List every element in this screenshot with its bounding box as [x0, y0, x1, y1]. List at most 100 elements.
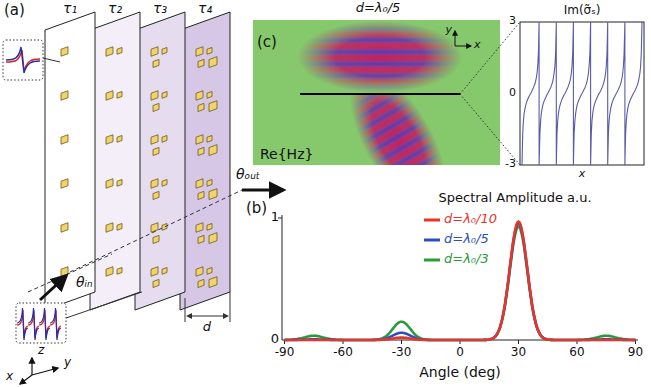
impedance-curve	[522, 22, 642, 165]
meta-atom	[209, 189, 217, 200]
meta-atom	[209, 145, 217, 156]
meta-atom	[153, 103, 159, 111]
field-stripe	[290, 73, 470, 79]
meta-atom	[117, 179, 122, 186]
field-stripe	[290, 43, 470, 49]
legend-text: d=λ₀/5	[444, 232, 489, 247]
meta-atom	[196, 223, 203, 233]
label-text: (c)	[257, 34, 277, 51]
label-text: Angle (deg)	[419, 364, 501, 380]
label-text: 1	[271, 210, 279, 225]
label-text: (b)	[246, 200, 267, 217]
metasurface-line	[300, 93, 460, 95]
field-stripe	[372, 154, 476, 165]
label-text: 0	[509, 87, 516, 100]
meta-atom	[198, 235, 204, 243]
field-stripe	[290, 79, 470, 85]
resonance-curve	[39, 308, 50, 340]
axis-ticks	[278, 218, 636, 344]
beam-path	[70, 190, 242, 272]
label-text: z	[38, 344, 44, 358]
resonance-curve	[28, 308, 39, 340]
meta-atom	[117, 47, 122, 54]
meta-atom	[61, 47, 68, 57]
axis-y	[32, 368, 58, 375]
meta-atom	[153, 59, 159, 67]
meta-atom	[61, 223, 68, 233]
field-stripe	[378, 165, 482, 166]
meta-atom	[196, 179, 203, 189]
meta-atom	[209, 233, 217, 244]
leader-line	[43, 58, 60, 62]
meta-atom	[196, 47, 203, 57]
leader-line	[460, 94, 520, 165]
meta-atom	[151, 47, 158, 57]
spectrum-curve	[285, 227, 636, 341]
label-text: x	[6, 370, 13, 384]
label-text: 30	[511, 346, 526, 360]
meta-atom	[198, 59, 204, 67]
label-text: y	[64, 356, 71, 370]
resonance-curve	[50, 308, 61, 340]
meta-atom	[151, 91, 158, 101]
meta-atom	[162, 223, 167, 230]
meta-atom	[196, 91, 203, 101]
meta-atom	[207, 91, 212, 98]
label-text: τ₄	[198, 0, 212, 16]
field-stripe	[290, 25, 470, 31]
meta-atom	[198, 191, 204, 199]
meta-atom	[209, 57, 217, 68]
meta-atom	[153, 235, 159, 243]
meta-atom	[207, 223, 212, 230]
meta-atom	[106, 267, 113, 277]
spectrum-curve	[285, 222, 636, 340]
label-text: x	[474, 39, 481, 52]
meta-atom	[106, 47, 113, 57]
label-text: x	[579, 168, 586, 181]
meta-atom	[198, 279, 204, 287]
meta-atom	[162, 47, 167, 54]
meta-atom	[61, 135, 68, 145]
leader-line	[66, 292, 142, 318]
metasurface-plate	[180, 12, 230, 310]
meta-atom	[117, 223, 122, 230]
tick	[401, 340, 402, 344]
label-text: -60	[333, 346, 353, 360]
dimension-tick	[185, 298, 186, 322]
meta-atom	[117, 267, 122, 274]
meta-atom	[162, 91, 167, 98]
meta-atom	[106, 223, 113, 233]
label-text: -90	[275, 346, 295, 360]
label-text: θₒᵤₜ	[236, 166, 260, 182]
meta-atom	[151, 135, 158, 145]
meta-atom	[151, 179, 158, 189]
meta-atom	[106, 135, 113, 145]
meta-atom	[153, 191, 159, 199]
spectrum-curve	[285, 223, 636, 340]
label-text: -30	[392, 346, 412, 360]
label-text: 0	[271, 332, 279, 347]
axis-y	[455, 31, 456, 46]
meta-atom	[209, 277, 217, 288]
meta-atom	[106, 91, 113, 101]
meta-atom	[196, 267, 203, 277]
resonance-curves	[17, 308, 61, 340]
label-text: 0	[456, 346, 464, 360]
axis-z	[31, 358, 32, 375]
field-stripe	[290, 49, 470, 55]
meta-atom	[117, 91, 122, 98]
meta-atom	[117, 135, 122, 142]
meta-atom	[61, 179, 68, 189]
axis-x	[455, 46, 471, 47]
dimension-tick	[230, 292, 231, 322]
label-text: θᵢₙ	[76, 274, 93, 290]
output-arrow	[242, 189, 283, 192]
label-text: 60	[569, 346, 584, 360]
callout-box	[16, 303, 66, 343]
label-text: Spectral Amplitude a.u.	[438, 191, 591, 206]
meta-atom	[106, 179, 113, 189]
label-text: τ₂	[108, 0, 122, 16]
legend-swatch	[424, 239, 440, 242]
normal-line	[28, 254, 112, 292]
metasurface-plate	[135, 12, 185, 310]
